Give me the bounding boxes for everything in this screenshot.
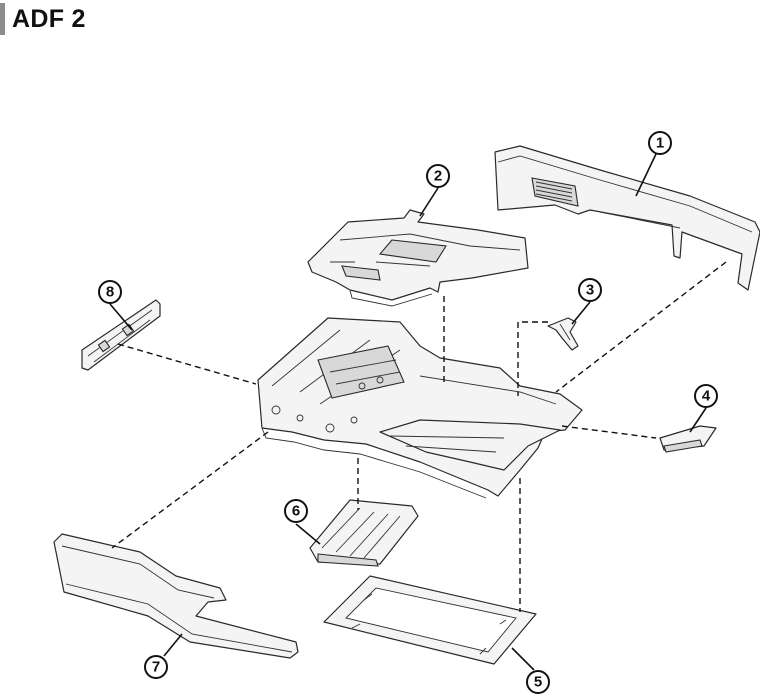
callout-1: 1 <box>648 131 672 155</box>
callout-3: 3 <box>578 278 602 302</box>
callout-6: 6 <box>284 499 308 523</box>
part-8-rail <box>81 299 161 371</box>
part-3-bracket <box>547 317 579 351</box>
callout-pointers <box>109 153 707 671</box>
callout-2-label: 2 <box>434 168 442 185</box>
main-adf-frame <box>257 317 583 499</box>
callout-4-label: 4 <box>702 388 711 405</box>
page-title: ADF 2 <box>12 4 86 33</box>
callout-7-label: 7 <box>152 659 160 676</box>
title-accent-bar <box>0 3 5 35</box>
leader-8 <box>117 343 257 385</box>
callout-3-label: 3 <box>586 282 594 299</box>
callout-5-label: 5 <box>534 674 542 691</box>
part-7-side-cover <box>53 533 299 659</box>
leader-4 <box>561 425 657 439</box>
leader-lines <box>111 261 727 612</box>
callout-6-label: 6 <box>292 503 300 520</box>
callout-1-label: 1 <box>656 135 664 152</box>
part-2-input-tray <box>307 209 529 307</box>
callout-7: 7 <box>144 655 168 679</box>
callout-8-label: 8 <box>106 284 114 301</box>
callout-4: 4 <box>694 384 718 408</box>
callout-2: 2 <box>426 164 450 188</box>
leader-1 <box>555 261 727 393</box>
callout-5: 5 <box>526 670 550 694</box>
part-1-top-cover <box>494 145 760 291</box>
part-4-guide <box>659 425 717 453</box>
leader-3 <box>517 321 548 396</box>
page-title-block: ADF 2 <box>0 2 86 36</box>
leader-7 <box>111 431 269 549</box>
callout-8: 8 <box>98 280 122 304</box>
part-5-glass-frame <box>323 575 537 665</box>
part-6-roller-assembly <box>309 499 419 567</box>
